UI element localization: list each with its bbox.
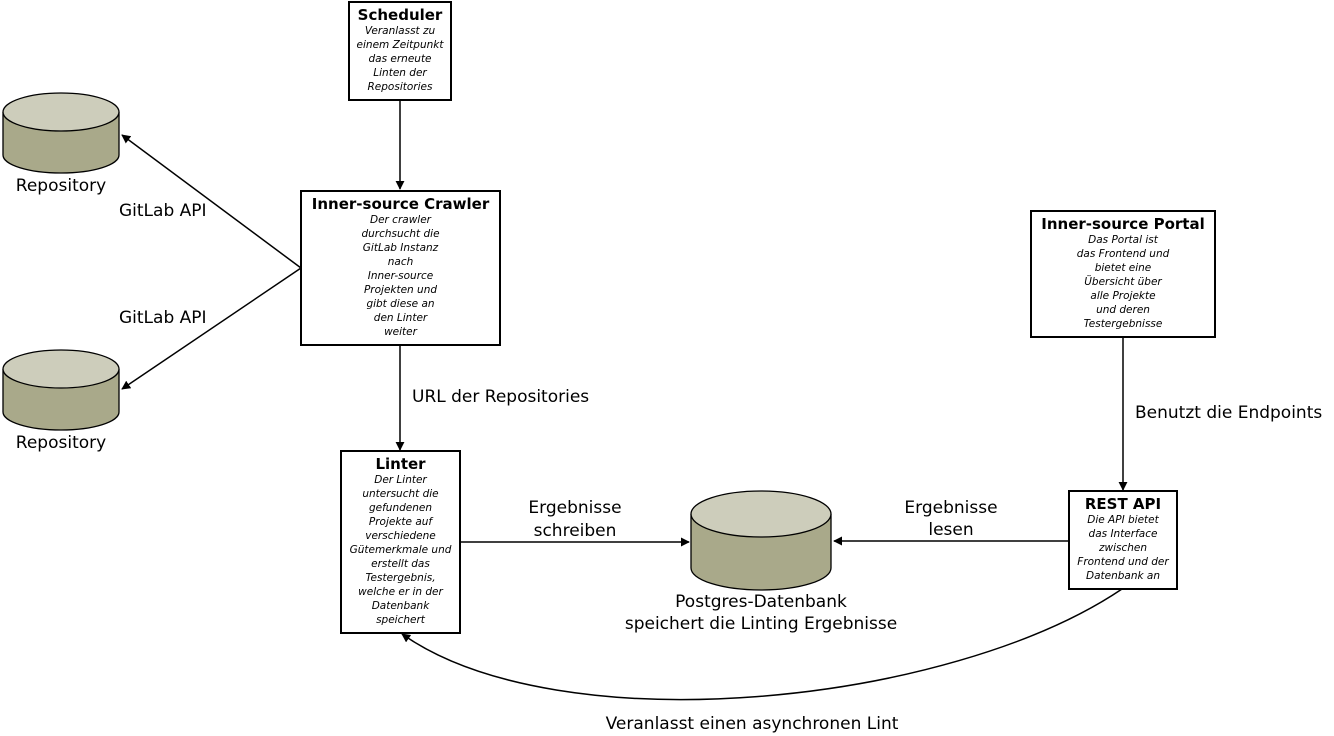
crawler-description: Der crawler durchsucht die GitLab Instan… — [361, 214, 440, 338]
restapi-title: REST API — [1084, 495, 1162, 513]
postgres-cylinder — [690, 490, 832, 591]
restapi-description: Die API bietet das Interface zwischen Fr… — [1077, 514, 1169, 582]
url-repositories-label: URL der Repositories — [412, 387, 590, 407]
async-lint-label: Veranlasst einen asynchronen Lint — [605, 714, 899, 734]
portal-description: Das Portal ist das Frontend und bietet e… — [1076, 234, 1170, 330]
gitlab-api-top-label: GitLab API — [119, 201, 207, 221]
portal-box: Inner-source Portal Das Portal ist das F… — [1030, 210, 1216, 338]
edge-crawler-to-repository-bottom — [121, 267, 302, 390]
scheduler-box: Scheduler Veranlasst zu einem Zeitpunkt … — [348, 1, 452, 101]
scheduler-description: Veranlasst zu einem Zeitpunkt das erneut… — [356, 25, 444, 93]
edge-restapi-to-linter-async — [401, 588, 1123, 701]
results-write-label-line1: Ergebnisse — [528, 498, 622, 518]
postgres-label-line2: speichert die Linting Ergebnisse — [624, 614, 898, 634]
uses-endpoints-label: Benutzt die Endpoints — [1135, 403, 1323, 423]
repository-cylinder-top — [2, 92, 120, 174]
linter-description: Der Linter untersucht die gefundenen Pro… — [349, 474, 452, 626]
results-read-label-line2: lesen — [928, 520, 974, 540]
results-write-label-line2: schreiben — [533, 521, 617, 541]
linter-box: Linter Der Linter untersucht die gefunde… — [340, 450, 461, 634]
crawler-title: Inner-source Crawler — [311, 195, 490, 213]
edge-crawler-to-repository-top — [121, 134, 302, 269]
repository-bottom-label: Repository — [15, 433, 107, 453]
linter-title: Linter — [375, 455, 426, 473]
repository-cylinder-bottom — [2, 349, 120, 431]
repository-top-label: Repository — [15, 176, 107, 196]
crawler-box: Inner-source Crawler Der crawler durchsu… — [300, 190, 501, 346]
postgres-label-line1: Postgres-Datenbank — [675, 592, 847, 612]
results-read-label-line1: Ergebnisse — [904, 498, 998, 518]
portal-title: Inner-source Portal — [1041, 215, 1205, 233]
gitlab-api-bottom-label: GitLab API — [119, 308, 207, 328]
restapi-box: REST API Die API bietet das Interface zw… — [1068, 490, 1178, 590]
scheduler-title: Scheduler — [357, 6, 443, 24]
